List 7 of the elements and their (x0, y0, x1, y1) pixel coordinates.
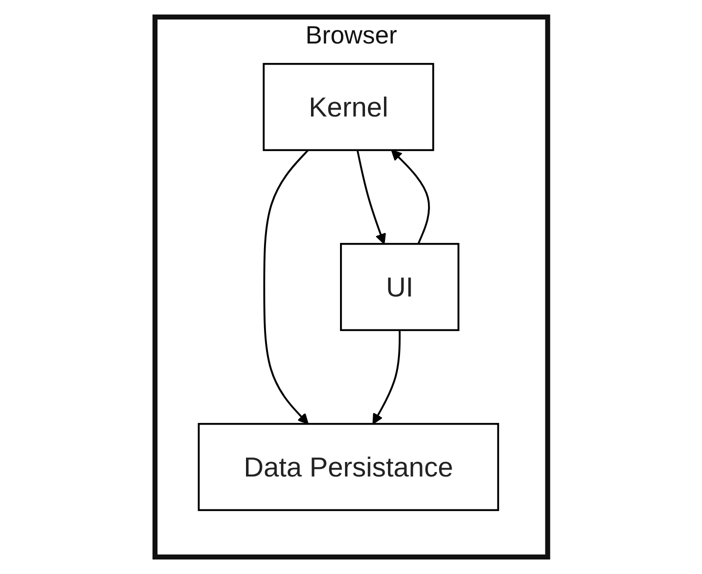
arrow (262, 149, 308, 424)
node-box: Kernel (262, 62, 434, 152)
node-box: Data Persistance (197, 422, 499, 512)
arrow (356, 150, 386, 244)
arrow (390, 150, 430, 244)
node-box: UI (340, 242, 460, 332)
arrow (372, 330, 400, 424)
